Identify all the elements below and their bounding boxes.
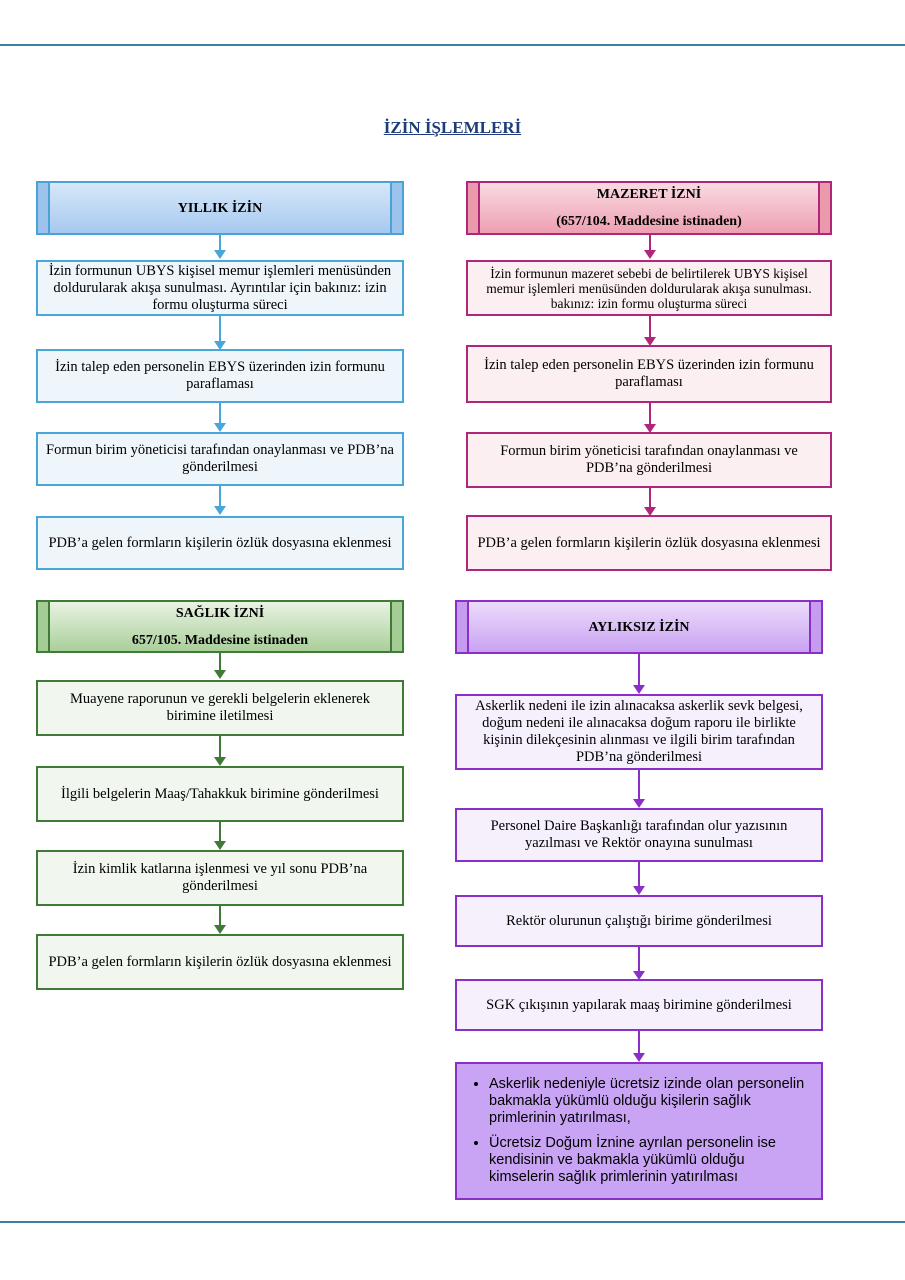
mazeret-step-4: PDB’a gelen formların kişilerin özlük do… xyxy=(466,515,832,571)
saglik-step-2: İlgili belgelerin Maaş/Tahakkuk birimine… xyxy=(36,766,404,822)
step-text: Formun birim yöneticisi tarafından onayl… xyxy=(500,443,798,476)
ayliksiz-step-2: Personel Daire Başkanlığı tarafından olu… xyxy=(455,808,823,862)
yillik-step-3: Formun birim yöneticisi tarafından onayl… xyxy=(36,432,404,486)
step-text: İzin formunun UBYS kişisel memur işlemle… xyxy=(48,262,392,313)
mazeret-header-label: MAZERET İZNİ xyxy=(596,187,702,202)
list-item: Ücretsiz Doğum İznine ayrılan personelin… xyxy=(489,1135,813,1186)
step-text: İzin formunun mazeret sebebi de belirtil… xyxy=(486,265,812,311)
header-left-bar xyxy=(468,183,480,233)
ayliksiz-final-box: Askerlik nedeniyle ücretsiz izinde olan … xyxy=(455,1062,823,1200)
step-text: Personel Daire Başkanlığı tarafından olu… xyxy=(490,818,788,851)
yillik-step-2: İzin talep eden personelin EBYS üzerinde… xyxy=(36,349,404,403)
step-text: Askerlik nedeni ile izin alınacaksa aske… xyxy=(475,698,803,765)
page-title: İZİN İŞLEMLERİ xyxy=(383,118,522,137)
step-text: Muayene raporunun ve gerekli belgelerin … xyxy=(70,691,370,724)
mazeret-step-2: İzin talep eden personelin EBYS üzerinde… xyxy=(466,345,832,403)
ayliksiz-step-4: SGK çıkışının yapılarak maaş birimine gö… xyxy=(455,979,823,1031)
list-item: Askerlik nedeniyle ücretsiz izinde olan … xyxy=(489,1076,813,1127)
yillik-header-label: YILLIK İZİN xyxy=(177,200,263,216)
saglik-step-4: PDB’a gelen formların kişilerin özlük do… xyxy=(36,934,404,990)
saglik-step-1: Muayene raporunun ve gerekli belgelerin … xyxy=(36,680,404,736)
mazeret-step-3: Formun birim yöneticisi tarafından onayl… xyxy=(466,432,832,488)
header-right-bar xyxy=(818,183,830,233)
header-right-bar xyxy=(390,183,402,233)
ayliksiz-header-label: AYLIKSIZ İZİN xyxy=(588,619,690,635)
step-text: İzin talep eden personelin EBYS üzerinde… xyxy=(484,357,814,390)
header-left-bar xyxy=(457,602,469,652)
step-text: PDB’a gelen formların kişilerin özlük do… xyxy=(48,534,392,551)
header-right-bar xyxy=(390,602,402,651)
step-text: Rektör olurunun çalıştığı birime gönderi… xyxy=(506,912,772,929)
mazeret-step-1: İzin formunun mazeret sebebi de belirtil… xyxy=(466,260,832,316)
step-text: PDB’a gelen formların kişilerin özlük do… xyxy=(477,534,821,551)
header-left-bar xyxy=(38,602,50,651)
ayliksiz-step-3: Rektör olurunun çalıştığı birime gönderi… xyxy=(455,895,823,947)
step-text: İlgili belgelerin Maaş/Tahakkuk birimine… xyxy=(61,785,379,802)
ayliksiz-step-1: Askerlik nedeni ile izin alınacaksa aske… xyxy=(455,694,823,770)
yillik-step-4: PDB’a gelen formların kişilerin özlük do… xyxy=(36,516,404,570)
mazeret-subheader: (657/104. Maddesine istinaden) xyxy=(556,214,742,229)
step-text: PDB’a gelen formların kişilerin özlük do… xyxy=(48,953,392,970)
header-left-bar xyxy=(38,183,50,233)
step-text: İzin talep eden personelin EBYS üzerinde… xyxy=(55,359,385,392)
step-text: İzin kimlik katlarına işlenmesi ve yıl s… xyxy=(72,861,368,894)
top-rule xyxy=(0,44,905,46)
ayliksiz-header: AYLIKSIZ İZİN xyxy=(455,600,823,654)
step-text: SGK çıkışının yapılarak maaş birimine gö… xyxy=(486,996,792,1013)
step-text: Formun birim yöneticisi tarafından onayl… xyxy=(46,442,394,475)
yillik-step-1: İzin formunun UBYS kişisel memur işlemle… xyxy=(36,260,404,316)
yillik-header: YILLIK İZİN xyxy=(36,181,404,235)
saglik-step-3: İzin kimlik katlarına işlenmesi ve yıl s… xyxy=(36,850,404,906)
saglik-header-label: SAĞLIK İZNİ xyxy=(175,605,265,621)
bottom-rule xyxy=(0,1221,905,1223)
mazeret-header: MAZERET İZNİ (657/104. Maddesine istinad… xyxy=(466,181,832,235)
saglik-header: SAĞLIK İZNİ 657/105. Maddesine istinaden xyxy=(36,600,404,653)
header-right-bar xyxy=(809,602,821,652)
saglik-subheader: 657/105. Maddesine istinaden xyxy=(131,632,309,648)
final-bullet-list: Askerlik nedeniyle ücretsiz izinde olan … xyxy=(471,1076,813,1186)
